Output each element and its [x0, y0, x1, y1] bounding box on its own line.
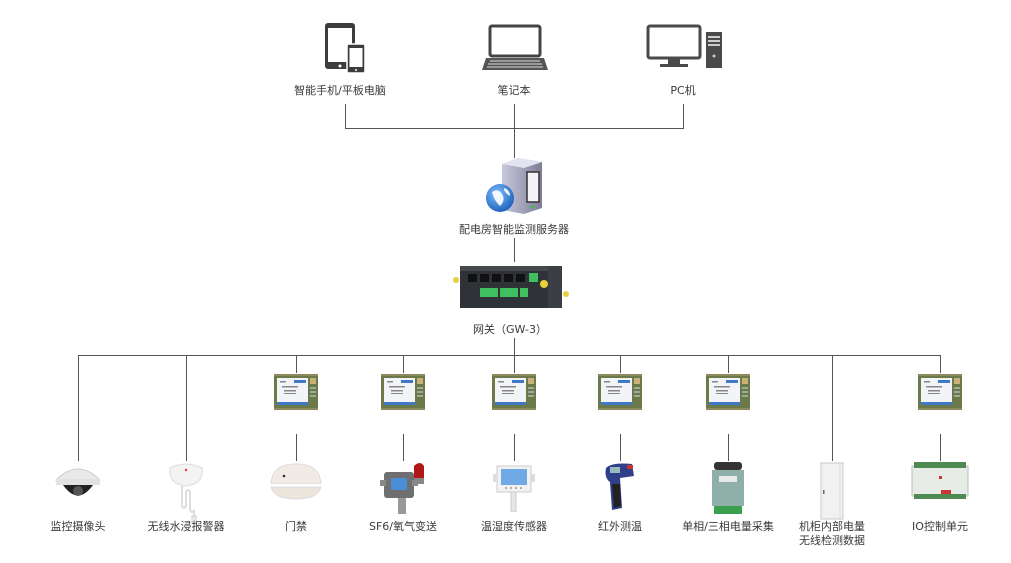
gateway-label: 网关（GW-3） — [473, 323, 547, 336]
connector-line — [514, 338, 515, 355]
zigbee-module-icon — [598, 374, 642, 410]
zigbee-module-icon — [492, 374, 536, 410]
device-label: 无线检测数据 — [799, 534, 865, 547]
connector-line — [345, 104, 346, 128]
door-icon — [268, 462, 324, 502]
connector-line — [683, 104, 684, 128]
client-label: 智能手机/平板电脑 — [294, 84, 386, 97]
connector-line — [940, 355, 941, 373]
infrared-icon — [602, 462, 638, 512]
connector-line — [514, 104, 515, 158]
tablet-phone-icon — [324, 22, 368, 74]
connector-line — [728, 434, 729, 461]
bus-line — [78, 355, 940, 356]
zigbee-module-icon — [706, 374, 750, 410]
zigbee-module-icon — [274, 374, 318, 410]
server-label: 配电房智能监测服务器 — [459, 223, 569, 236]
device-label: SF6/氧气变送 — [368, 520, 438, 533]
connector-line — [514, 434, 515, 461]
device-label: 温湿度传感器 — [481, 520, 547, 533]
io-unit-icon — [911, 462, 969, 500]
device-label: 门禁 — [285, 520, 307, 533]
connector-line — [186, 355, 187, 461]
power-meter-icon — [711, 462, 745, 516]
zigbee-module-icon — [918, 374, 962, 410]
connector-line — [728, 355, 729, 373]
device-label: 机柜内部电量 — [799, 520, 865, 533]
cabinet-icon — [820, 462, 844, 520]
zigbee-module-icon — [381, 374, 425, 410]
camera-icon — [53, 462, 103, 502]
connector-line — [296, 355, 297, 373]
server-icon — [484, 156, 546, 216]
connector-line — [514, 238, 515, 262]
connector-line — [620, 434, 621, 461]
connector-line — [78, 355, 79, 461]
connector-line — [832, 355, 833, 461]
pc-icon — [646, 24, 724, 70]
water-leak-icon — [166, 462, 206, 524]
connector-line — [403, 434, 404, 461]
connector-line — [940, 434, 941, 461]
sf6-icon — [378, 462, 428, 514]
client-label: PC机 — [670, 84, 696, 97]
temp-humidity-icon — [493, 462, 535, 512]
connector-line — [514, 355, 515, 373]
connector-line — [345, 128, 684, 129]
gateway-device-icon — [452, 262, 572, 312]
device-label: 单相/三相电量采集 — [682, 520, 774, 533]
connector-line — [296, 434, 297, 461]
device-label: 监控摄像头 — [50, 520, 106, 533]
device-label: IO控制单元 — [912, 520, 968, 533]
client-label: 笔记本 — [497, 84, 531, 97]
device-label: 红外测温 — [598, 520, 642, 533]
device-label: 无线水浸报警器 — [147, 520, 225, 533]
connector-line — [620, 355, 621, 373]
laptop-icon — [480, 24, 550, 72]
connector-line — [403, 355, 404, 373]
